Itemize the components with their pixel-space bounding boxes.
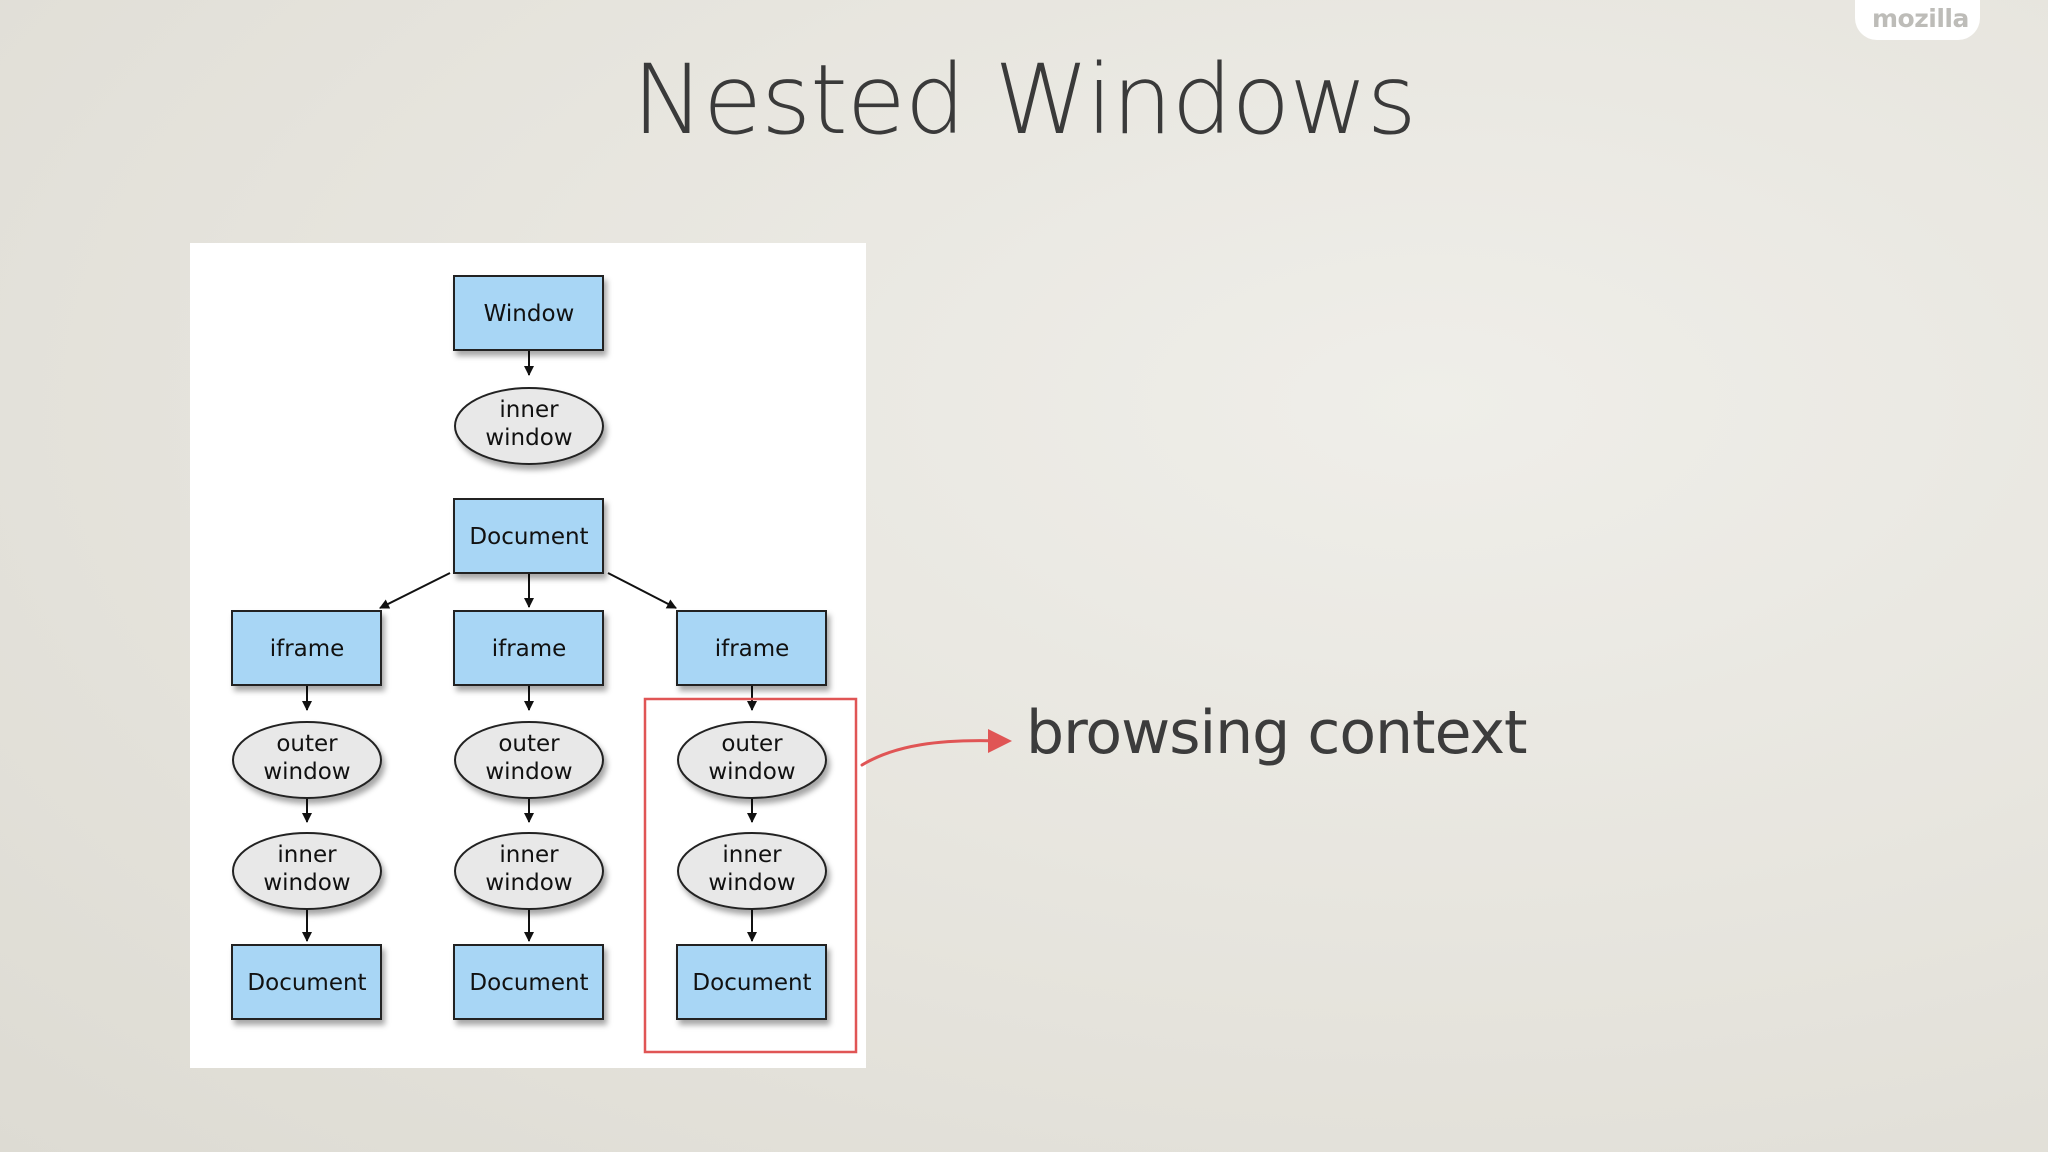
node-col1-inner-line1: inner [277,842,337,868]
node-col1-outer-line2: window [263,759,350,785]
node-col1-outer-window: outer window [232,721,382,799]
node-col2-inner-line2: window [485,870,572,896]
node-col3-inner-line1: inner [722,842,782,868]
node-top-inner-window-line2: window [485,425,572,451]
node-col3-document: Document [676,944,827,1020]
node-col1-document: Document [231,944,382,1020]
node-top-document: Document [453,498,604,574]
node-window-label: Window [484,301,575,327]
edge-document-iframe-left [379,572,451,609]
edge-document-iframe-right [607,572,677,609]
nested-windows-diagram: Window inner window Document iframe oute… [231,275,858,1054]
node-col2-outer-line2: window [485,759,572,785]
node-col1-document-label: Document [247,970,366,996]
mozilla-logo: mozilla [1872,4,1969,33]
node-col1-inner-line2: window [263,870,350,896]
annotation-arrow-head [988,729,1012,753]
node-col3-outer-window: outer window [677,721,827,799]
mozilla-logo-tab [1855,0,1980,40]
node-col3-inner-window: inner window [677,832,827,910]
node-col3-document-label: Document [692,970,811,996]
slide-title: Nested Windows [632,44,1417,156]
node-col3-inner-line2: window [708,870,795,896]
node-col3-outer-line2: window [708,759,795,785]
node-col2-outer-line1: outer [498,731,560,757]
node-col2-iframe-label: iframe [492,636,567,662]
node-col2-document: Document [453,944,604,1020]
node-col2-outer-window: outer window [454,721,604,799]
node-top-document-label: Document [469,524,588,550]
node-col1-outer-line1: outer [276,731,338,757]
node-col2-document-label: Document [469,970,588,996]
node-col1-inner-window: inner window [232,832,382,910]
node-col3-iframe-label: iframe [715,636,790,662]
node-col2-inner-line1: inner [499,842,559,868]
browsing-context-label: browsing context [1026,698,1527,768]
node-col1-iframe: iframe [231,610,382,686]
node-col2-inner-window: inner window [454,832,604,910]
node-col2-iframe: iframe [453,610,604,686]
node-col3-outer-line1: outer [721,731,783,757]
browsing-context-highlight [643,697,858,1054]
annotation-arrow-curve [860,739,1002,767]
node-col1-iframe-label: iframe [270,636,345,662]
node-top-inner-window-line1: inner [499,397,559,423]
node-col3-iframe: iframe [676,610,827,686]
node-top-inner-window: inner window [454,387,604,465]
diagram-panel: Window inner window Document iframe oute… [190,243,866,1068]
annotation-arrow [860,729,1012,767]
node-window: Window [453,275,604,351]
